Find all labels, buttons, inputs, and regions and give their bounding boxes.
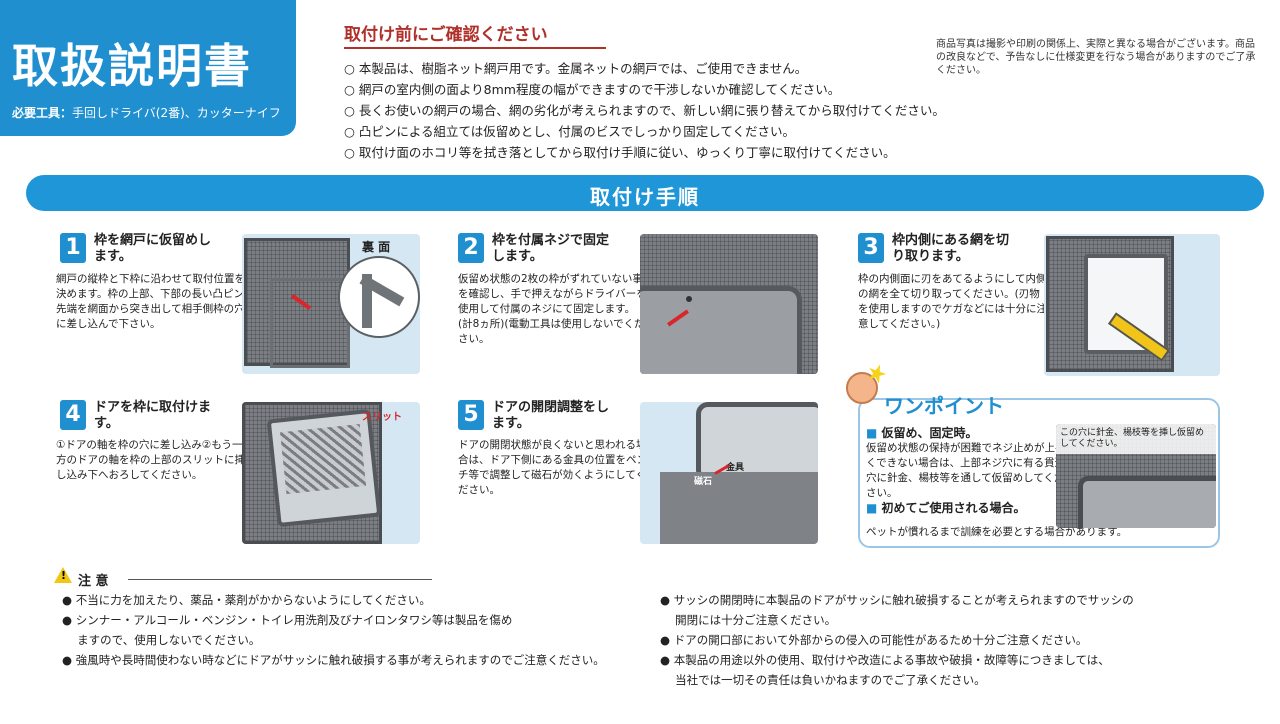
caution-item-continued: ますので、使用しないでください。	[77, 633, 261, 647]
step-5-body: ドアの開閉状態が良くないと思われる場合は、ドア下側にある金具の位置をペンチ等で調…	[458, 439, 647, 496]
precheck-title: 取付け前にご確認ください	[344, 20, 606, 49]
one-point-illustration: この穴に針金、楊枝等を挿し仮留めしてください。	[1056, 424, 1216, 528]
one-point-heading-1: 仮留め、固定時。	[866, 426, 1066, 441]
step-1-body: 網戸の縦枠と下枠に沿わせて取付位置を決めます。枠の上部、下部の長い凸ピン先端を網…	[56, 273, 245, 330]
magnet-label: 磁石	[694, 477, 713, 487]
procedure-title: 取付け手順	[590, 185, 700, 209]
caution-item-continued: 開閉には十分ご注意ください。	[675, 613, 837, 627]
one-point-heading-2: 初めてご使用される場合。	[866, 501, 1066, 516]
pet-door	[266, 408, 382, 528]
zoom-circle	[338, 256, 420, 338]
step-4-body: ①ドアの軸を枠の穴に差し込み②もう一方のドアの軸を枠の上部のスリットに挿し込み下…	[56, 439, 245, 481]
door-corner	[696, 402, 818, 482]
document-title: 取扱説明書	[12, 39, 252, 93]
step-1-title: 枠を網戸に仮留めします。	[94, 233, 212, 264]
precheck-item: 長くお使いの網戸の場合、網の劣化が考えられますので、新しい網に張り替えてから取付…	[344, 100, 945, 121]
step-3-body: 枠の内側面に刃をあてるようにして内側の網を全て切り取ってください。(刃物を使用し…	[858, 273, 1047, 330]
step-4-title: ドアを枠に取付けます。	[94, 400, 212, 431]
callout-text: この穴に針金、楊枝等を挿し仮留めしてください。	[1056, 424, 1216, 454]
one-point-title: ワンポイント	[884, 394, 1004, 418]
one-point-text: 仮留め、固定時。 仮留め状態の保持が困難でネジ止めが上手くできない場合は、上部ネ…	[866, 426, 1066, 516]
tools-value: 手回しドライバ(2番)、カッターナイフ	[72, 106, 281, 120]
step-2-body: 仮留め状態の2枚の枠がずれていない事を確認し、手で押えながらドライバーを使用して…	[458, 273, 647, 345]
caution-list-left: 不当に力を加えたり、薬品・薬剤がかからないようにしてください。 シンナー・アルコ…	[62, 590, 605, 670]
back-side-label: 裏 面	[362, 240, 391, 254]
caution-divider	[128, 579, 432, 580]
caution-item: サッシの開閉時に本製品のドアがサッシに触れ破損することが考えられますのでサッシの	[660, 590, 1134, 610]
caution-item: 不当に力を加えたり、薬品・薬剤がかからないようにしてください。	[62, 590, 605, 610]
procedure-band: 取付け手順	[26, 175, 1264, 211]
step-4-illustration: スリット	[242, 402, 420, 544]
bracket-label: 金具	[726, 463, 745, 473]
caution-item: ドアの開口部において外部からの侵入の可能性があるため十分ご注意ください。	[660, 630, 1134, 650]
screw-hole	[686, 296, 692, 302]
step-5-number: 5	[458, 400, 484, 430]
one-point-text-1: 仮留め状態の保持が困難でネジ止めが上手くできない場合は、上部ネジ穴に有る貫通穴に…	[866, 442, 1066, 499]
caution-item: シンナー・アルコール・ベンジン・トイレ用洗剤及びナイロンタワシ等は製品を傷め	[62, 610, 605, 630]
step-3-illustration	[1044, 234, 1220, 376]
header-box: 取扱説明書 必要工具：手回しドライバ(2番)、カッターナイフ	[0, 0, 296, 136]
tools-label: 必要工具：	[12, 106, 73, 120]
caution-item: 強風時や長時間使わない時などにドアがサッシに触れ破損する事が考えられますのでご注…	[62, 650, 605, 670]
step-3-number: 3	[858, 233, 884, 263]
caution-item: 本製品の用途以外の使用、取付けや改造による事故や破損・故障等につきましては、	[660, 650, 1134, 670]
tools-line: 必要工具：手回しドライバ(2番)、カッターナイフ	[12, 104, 281, 121]
caution-list-right: サッシの開閉時に本製品のドアがサッシに触れ破損することが考えられますのでサッシの…	[660, 590, 1134, 690]
step-1-illustration: 裏 面	[242, 234, 420, 374]
frame-corner	[640, 286, 802, 374]
product-notice: 商品写真は撮影や印刷の関係上、実際と異なる場合がございます。商品の改良などで、予…	[936, 39, 1256, 76]
precheck-item: 本製品は、樹脂ネット網戸用です。金属ネットの網戸では、ご使用できません。	[344, 58, 945, 79]
cut-opening	[1084, 254, 1168, 354]
step-2-title: 枠を付属ネジで固定します。	[492, 233, 610, 264]
step-4-number: 4	[60, 400, 86, 430]
precheck-item: 網戸の室内側の面より8mm程度の幅ができますので干渉しないか確認してください。	[344, 79, 945, 100]
precheck-item: 凸ピンによる組立ては仮留めとし、付属のビスでしっかり固定してください。	[344, 121, 945, 142]
warning-icon	[54, 567, 72, 583]
precheck-list: 本製品は、樹脂ネット網戸用です。金属ネットの網戸では、ご使用できません。 網戸の…	[344, 58, 945, 163]
one-point-text-2: ペットが慣れるまで訓練を必要とする場合があります。	[866, 526, 1128, 538]
step-2-number: 2	[458, 233, 484, 263]
step-5-illustration: 金具 磁石	[640, 402, 818, 544]
step-2-illustration	[640, 234, 818, 374]
slit-label: スリット	[362, 412, 402, 423]
step-3-title: 枠内側にある網を切り取ります。	[892, 233, 1010, 264]
step-1-number: 1	[60, 233, 86, 263]
precheck-item: 取付け面のホコリ等を拭き落としてから取付け手順に従い、ゆっくり丁寧に取付けてくだ…	[344, 142, 945, 163]
caution-item-continued: 当社では一切その責任は負いかねますのでご了承ください。	[675, 673, 986, 687]
step-5-title: ドアの開閉調整をします。	[492, 400, 610, 431]
caution-title: 注 意	[78, 574, 109, 589]
